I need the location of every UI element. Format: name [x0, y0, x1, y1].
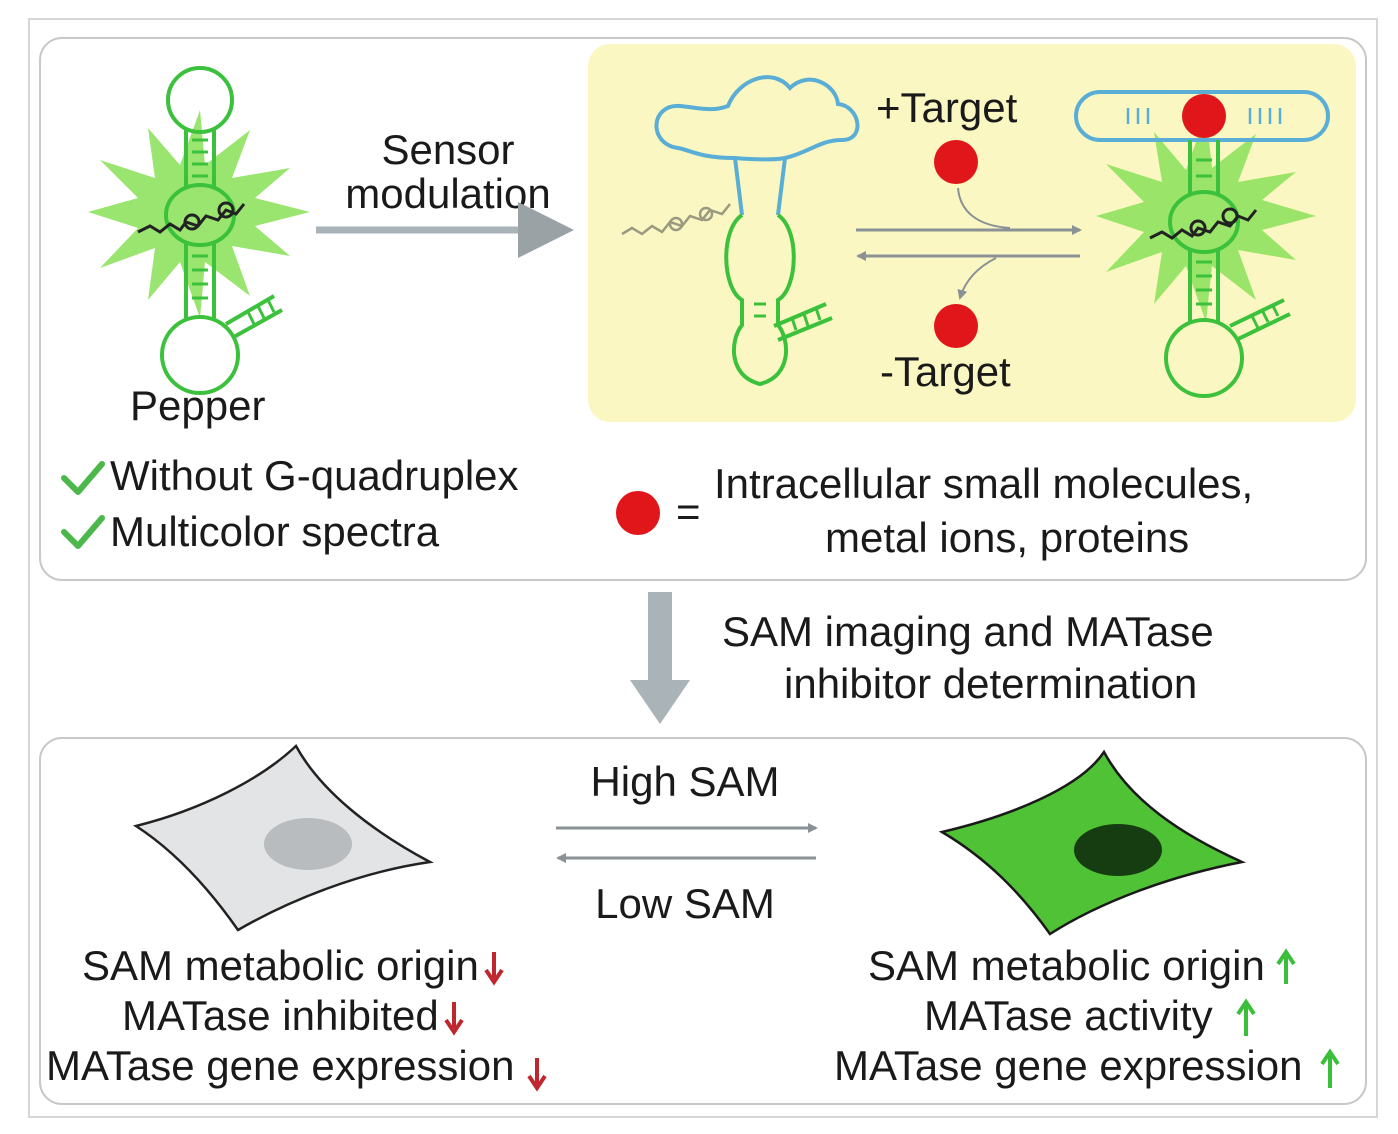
- right-list-item-3: MATase gene expression: [834, 1042, 1302, 1089]
- recognition-loop-bound: [1074, 90, 1330, 142]
- left-list-item-2: MATase inhibited: [122, 992, 439, 1039]
- figure-frame: [28, 18, 1378, 1118]
- inactive-nucleus: [264, 818, 352, 870]
- stem-bottom-loop: [160, 315, 240, 395]
- internal-loop: [164, 183, 236, 247]
- sensor-modulation-label-line1: Sensor: [381, 126, 514, 173]
- legend-target-dot: [616, 491, 660, 535]
- active-cell: [938, 749, 1247, 936]
- target-molecule-bound: [1182, 94, 1226, 138]
- middle-text-line2: inhibitor determination: [784, 660, 1197, 707]
- down-arrow-icon: [527, 1058, 547, 1092]
- fluorescence-glow: [88, 110, 310, 318]
- checkmark-icon: [61, 461, 105, 495]
- target-molecule-out: [934, 304, 978, 348]
- checkmark-icon: [61, 515, 105, 549]
- fluorescence-glow-on: [1096, 114, 1316, 322]
- pepper-aptamer: [88, 66, 310, 395]
- middle-text-line1: SAM imaging and MATase: [722, 608, 1214, 655]
- plus-target-label: +Target: [876, 84, 1018, 131]
- up-arrow-icon: [1320, 1048, 1340, 1088]
- downward-flow-arrow: [630, 592, 690, 724]
- legend-text-line1: Intracellular small molecules,: [714, 460, 1253, 507]
- recognition-loop-blue: [654, 75, 860, 162]
- sensor-off-state: [621, 75, 860, 387]
- target-molecule-in: [934, 140, 978, 184]
- up-arrow-icon: [1236, 998, 1256, 1036]
- left-list-item-1: SAM metabolic origin: [82, 942, 479, 989]
- inactive-cell: [132, 743, 434, 932]
- feature-text-2: Multicolor spectra: [110, 508, 440, 555]
- fluorophore-molecule: [137, 203, 246, 234]
- right-list-item-2: MATase activity: [924, 992, 1213, 1039]
- stem-top-loop: [166, 66, 234, 134]
- down-arrow-icon: [484, 952, 504, 986]
- feature-check-1: Without G-quadruplex: [61, 452, 519, 499]
- down-arrow-icon: [444, 1002, 464, 1036]
- right-list-item-1: SAM metabolic origin: [868, 942, 1265, 989]
- low-sam-label: Low SAM: [595, 880, 775, 927]
- feature-text-1: Without G-quadruplex: [110, 452, 519, 499]
- high-sam-label: High SAM: [590, 758, 779, 805]
- legend-equals: =: [676, 488, 701, 535]
- minus-target-label: -Target: [880, 348, 1011, 395]
- sensor-on-state: [1074, 90, 1330, 398]
- left-list-item-3: MATase gene expression: [46, 1042, 514, 1089]
- active-nucleus: [1074, 824, 1162, 876]
- sensor-modulation-label-line2: modulation: [345, 170, 550, 217]
- legend-text-line2: metal ions, proteins: [825, 514, 1189, 561]
- pepper-label: Pepper: [130, 382, 265, 429]
- up-arrow-icon: [1276, 948, 1296, 984]
- feature-check-2: Multicolor spectra: [61, 508, 440, 555]
